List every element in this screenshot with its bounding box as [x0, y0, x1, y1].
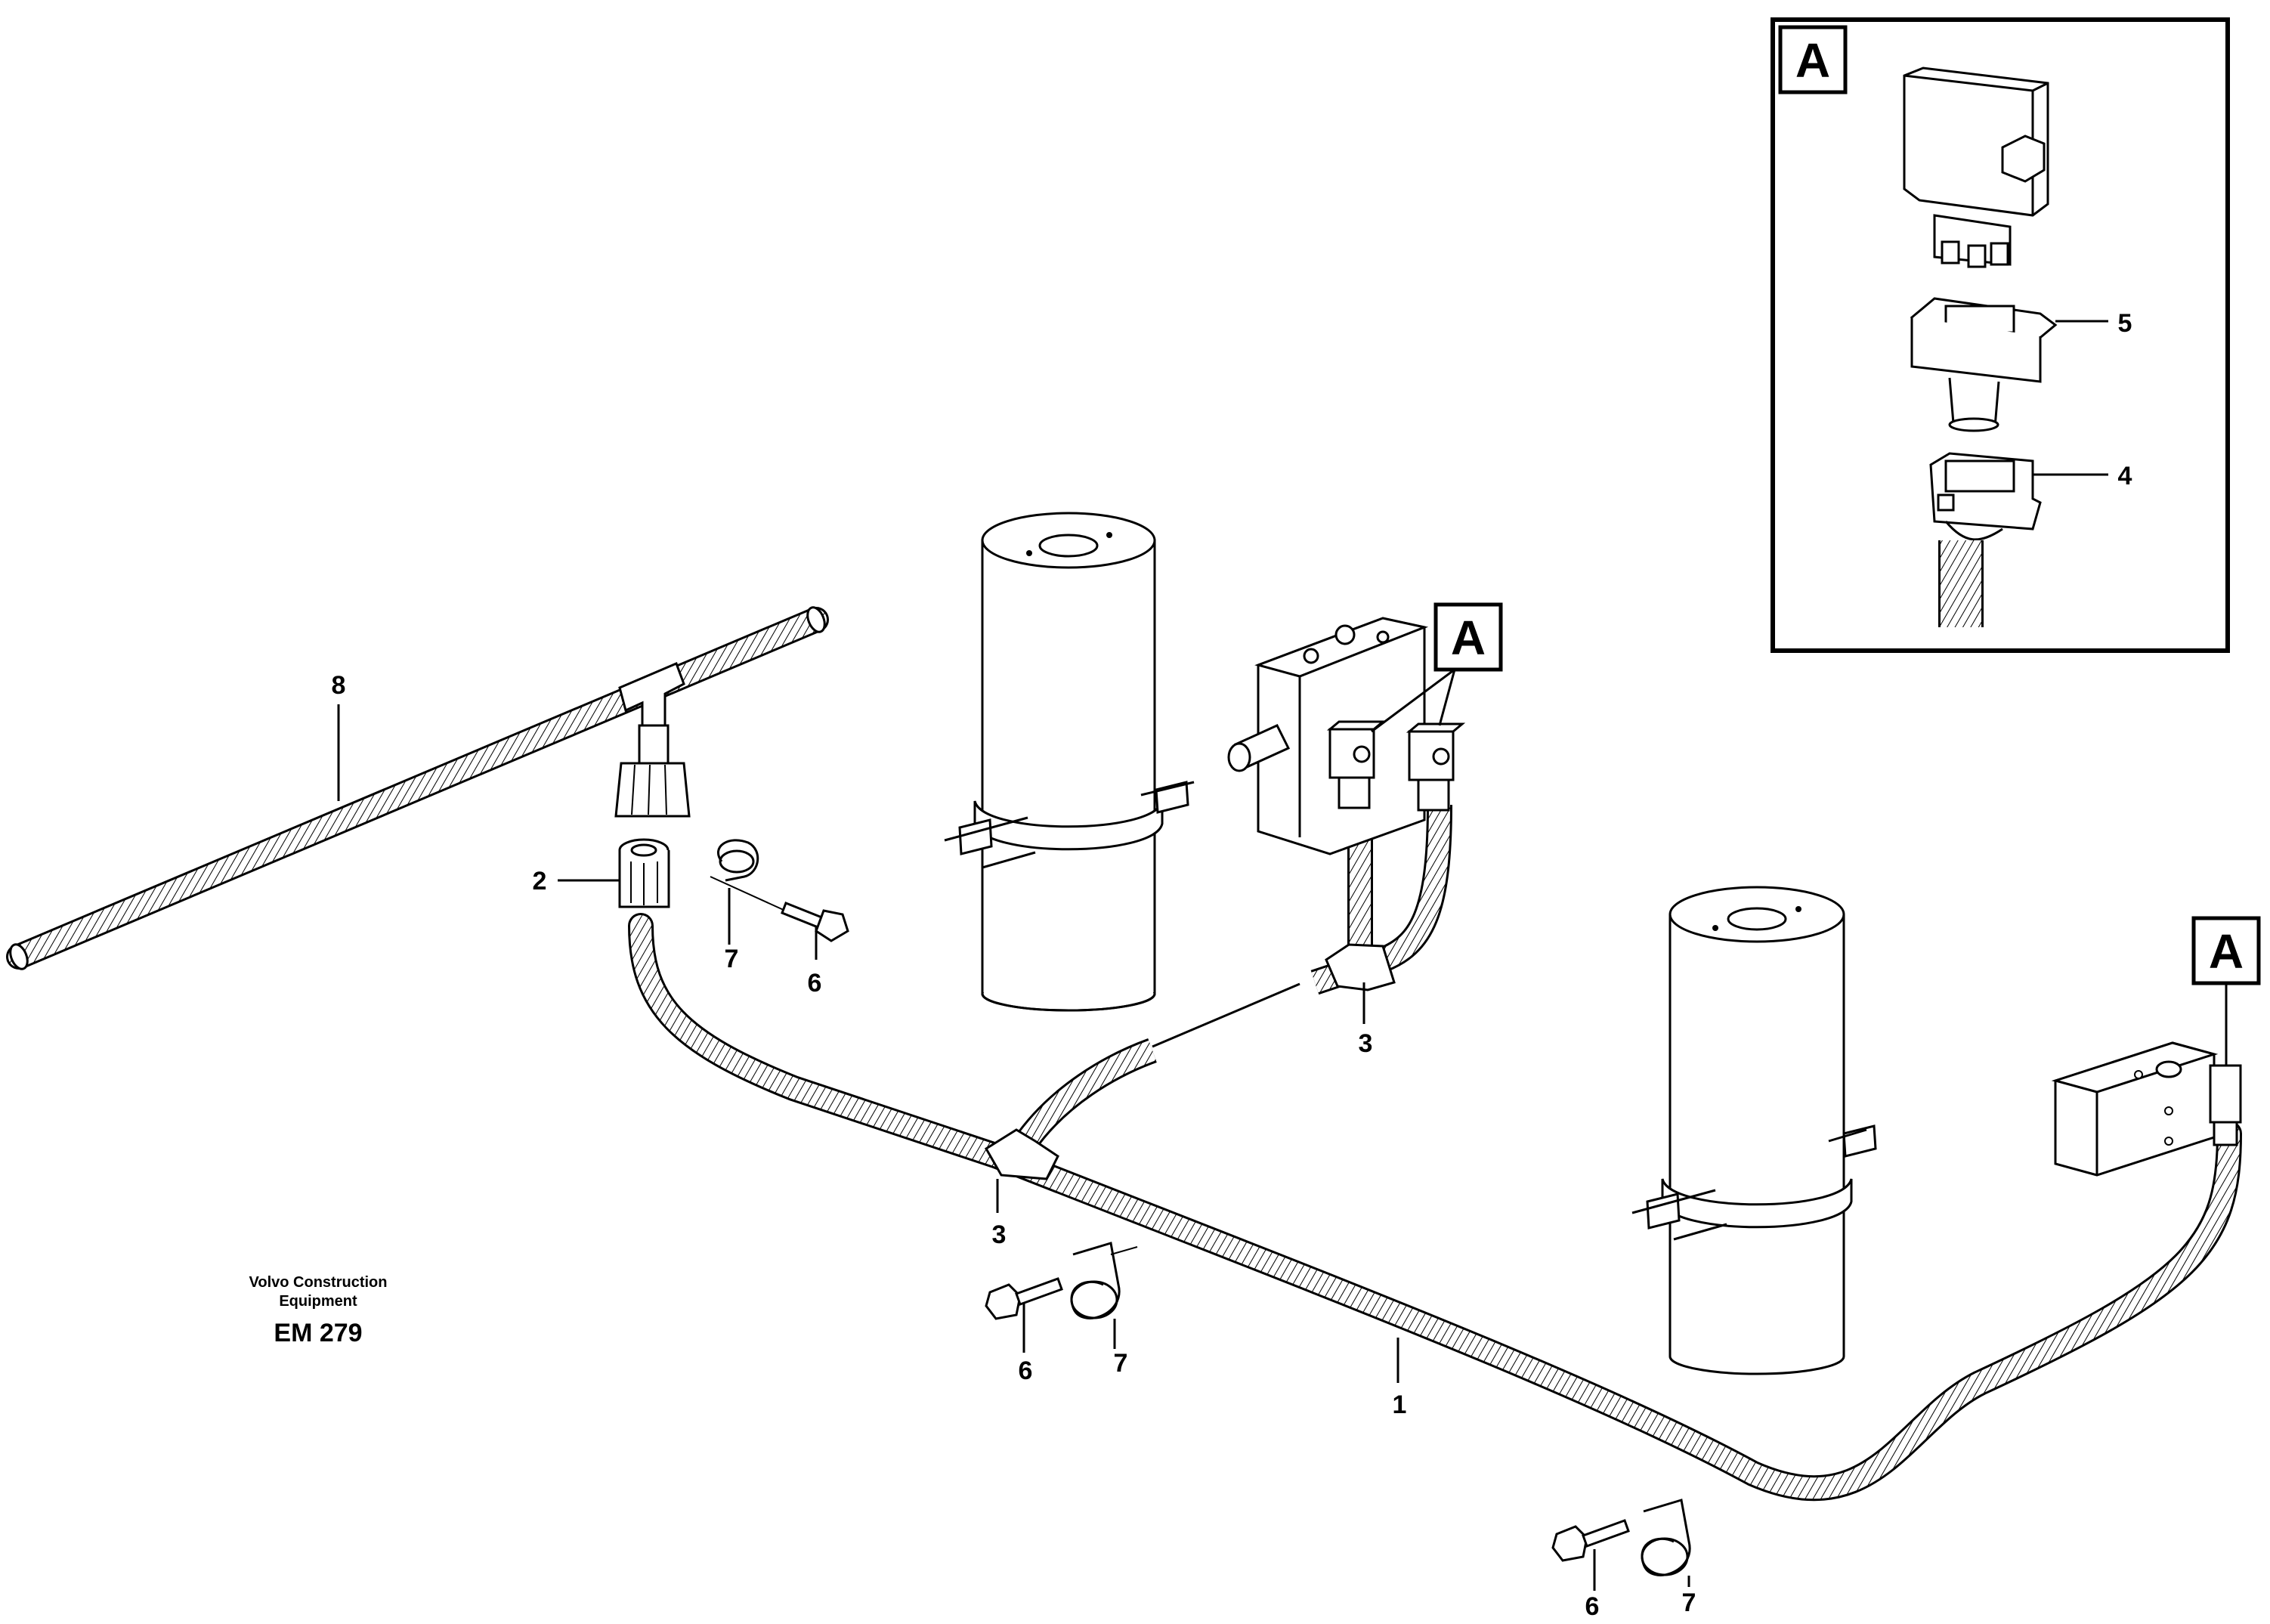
break-line — [1152, 982, 1300, 1048]
accumulator-left — [944, 512, 1195, 1012]
valve-manifold — [1227, 617, 1466, 855]
callout-6-bottom: 6 — [1585, 1592, 1600, 1620]
detail-ref-manifold: A — [1371, 602, 1503, 733]
screw-6-mid — [985, 1277, 1063, 1320]
callout-3-main: 3 — [992, 1220, 1007, 1249]
callout-2: 2 — [533, 867, 547, 896]
detail-ref-label: A — [1451, 611, 1486, 665]
credit-line-2: Equipment — [279, 1293, 357, 1310]
connector-part-5 — [1910, 297, 2108, 432]
accumulator-right — [1631, 886, 1877, 1375]
valve-block-right — [2051, 1041, 2242, 1177]
callout-leaders — [337, 704, 1690, 1591]
clamp-7-mid — [1070, 1242, 1138, 1319]
tee-piece-3-manifold — [1325, 943, 1396, 991]
clamp-7-top — [710, 839, 794, 915]
detail-inset: A — [1771, 17, 2230, 653]
tee-piece-top — [614, 662, 691, 818]
callout-6-top: 6 — [808, 969, 822, 998]
clamp-7-bottom — [1641, 1499, 1691, 1576]
callout-4: 4 — [2118, 462, 2132, 490]
callout-1: 1 — [1393, 1390, 1407, 1419]
solenoid-coil — [1903, 67, 2049, 268]
callout-7-top: 7 — [725, 945, 739, 973]
callout-6-mid: 6 — [1019, 1356, 1033, 1385]
connector-plug-4 — [1929, 452, 2108, 627]
credit-line-1: Volvo Construction — [249, 1274, 388, 1291]
callout-5: 5 — [2118, 309, 2132, 338]
connector-2 — [618, 838, 670, 908]
callout-3-manifold: 3 — [1359, 1029, 1373, 1058]
callout-7-bottom: 7 — [1682, 1588, 1696, 1617]
callout-8: 8 — [332, 671, 346, 700]
tee-piece-3-main — [984, 1128, 1059, 1180]
callout-7-mid: 7 — [1114, 1349, 1128, 1378]
screw-6-bottom — [1551, 1519, 1630, 1562]
detail-ref-label: A — [1795, 33, 1830, 88]
harness-8 — [6, 606, 829, 970]
doc-number: EM 279 — [274, 1319, 362, 1347]
detail-ref-label: A — [2209, 924, 2244, 979]
harness-1 — [628, 913, 2242, 1502]
screw-6-top — [781, 902, 849, 942]
detail-ref-valve-block: A — [2191, 916, 2261, 1066]
